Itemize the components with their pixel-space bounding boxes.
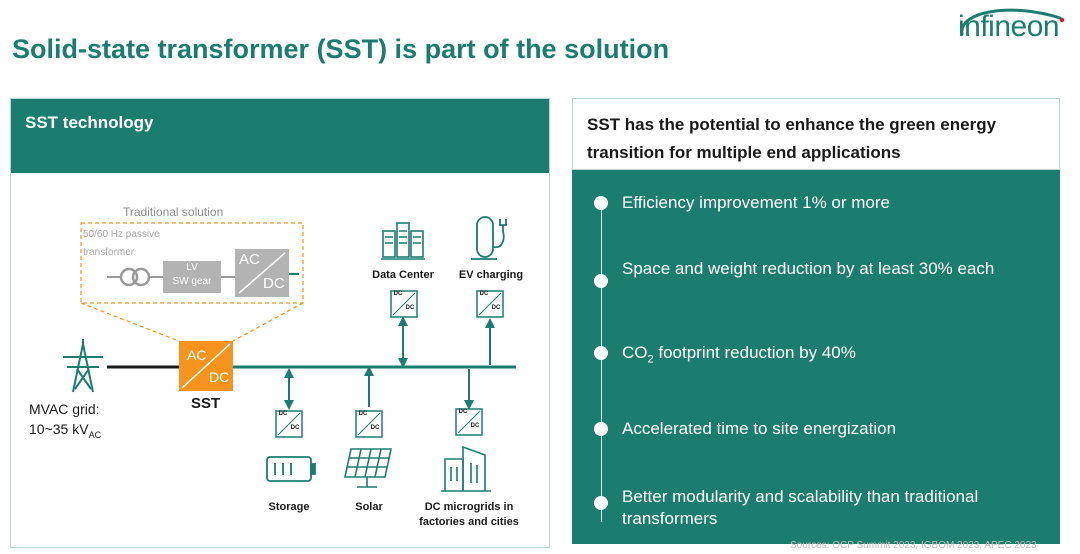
zoom-line-left [80, 302, 180, 342]
dcdc-storage [275, 410, 303, 438]
sst-technology-title: SST technology [25, 113, 154, 132]
dcdc-microgrid-bottom: DC [470, 423, 480, 429]
dcdc-storage-bottom: DC [290, 425, 300, 431]
bullet-dot [594, 346, 608, 360]
traditional-ac-label: AC [239, 251, 260, 268]
solar-panel-icon [344, 448, 392, 488]
battery-icon [266, 456, 316, 482]
dcdc-solar-bottom: DC [370, 425, 380, 431]
dcdc-dc-top: DC [393, 291, 403, 297]
benefits-panel: SST has the potential to enhance the gre… [572, 98, 1060, 544]
mvac-voltage-label: 10~35 kVAC [29, 421, 102, 440]
transmission-tower-icon [63, 339, 103, 393]
sources-footnote: Sources: OCP Summit 2023, IGBOM 2023, AP… [790, 540, 1037, 551]
bullet-connector-line [601, 204, 602, 522]
storage-label: Storage [268, 501, 310, 513]
traditional-dc-label: DC [263, 275, 285, 292]
dc-microgrids-label: DC microgrids in [424, 501, 514, 513]
sst-ac-label: AC [187, 347, 207, 363]
lv-sw-gear-box [163, 261, 221, 293]
benefit-item: Better modularity and scalability than t… [622, 487, 979, 528]
sst-technology-header: SST technology [11, 99, 549, 173]
traditional-solution-label: Traditional solution [123, 205, 224, 219]
bullet-dot [594, 496, 608, 510]
benefits-header: SST has the potential to enhance the gre… [572, 98, 1060, 170]
passive-transformer-label: 50/60 Hz passive transformer [83, 229, 160, 258]
traditional-solution-box [80, 222, 304, 304]
page-title: Solid-state transformer (SST) is part of… [12, 34, 670, 64]
sst-diagram [63, 216, 516, 492]
dcdc-dc-bottom: DC [405, 305, 415, 311]
data-center-label: Data Center [372, 269, 434, 281]
benefit-item: CO2 footprint reduction by 40% [622, 343, 856, 366]
benefits-list: Efficiency improvement 1% or more Space … [572, 170, 1060, 544]
dcdc-microgrid-top: DC [458, 409, 468, 415]
passive-transformer-icon [119, 267, 151, 287]
ev-charging-label: EV charging [458, 269, 524, 281]
benefit-item: Accelerated time to site energization [622, 419, 897, 438]
dcdc-storage-top: DC [278, 411, 288, 417]
sst-label: SST [191, 395, 221, 412]
bullet-dot [594, 422, 608, 436]
dcdc-solar-top: DC [358, 411, 368, 417]
benefit-item: Efficiency improvement 1% or more [622, 193, 891, 212]
solar-label: Solar [355, 501, 383, 513]
bullet-dot [594, 274, 608, 288]
mvac-grid-label: MVAC grid: [29, 401, 100, 417]
ev-charger-icon [471, 216, 507, 260]
dc-microgrids-label-2: factories and cities [419, 516, 519, 528]
sw-gear-label: SW gear [172, 276, 212, 287]
dcdc-ev-charging [476, 290, 504, 318]
sst-dc-label: DC [209, 369, 230, 385]
dcdc-solar [355, 410, 383, 438]
server-icon [381, 222, 425, 260]
sst-technology-panel: SST technology [10, 98, 550, 548]
benefits-title: SST has the potential to enhance the gre… [587, 115, 997, 162]
logo-text: infineon [958, 10, 1060, 43]
benefit-item: Space and weight reduction by at least 3… [622, 259, 995, 278]
bullet-dot [594, 196, 608, 210]
logo-swoosh-icon [960, 8, 1065, 36]
zoom-line-right [232, 302, 304, 342]
dcdc-dc-microgrids [455, 408, 483, 436]
dcdc-ev-bottom: DC [491, 305, 501, 311]
buildings-icon [441, 445, 491, 492]
dcdc-ev-top: DC [479, 291, 489, 297]
lv-label: LV [186, 262, 198, 273]
